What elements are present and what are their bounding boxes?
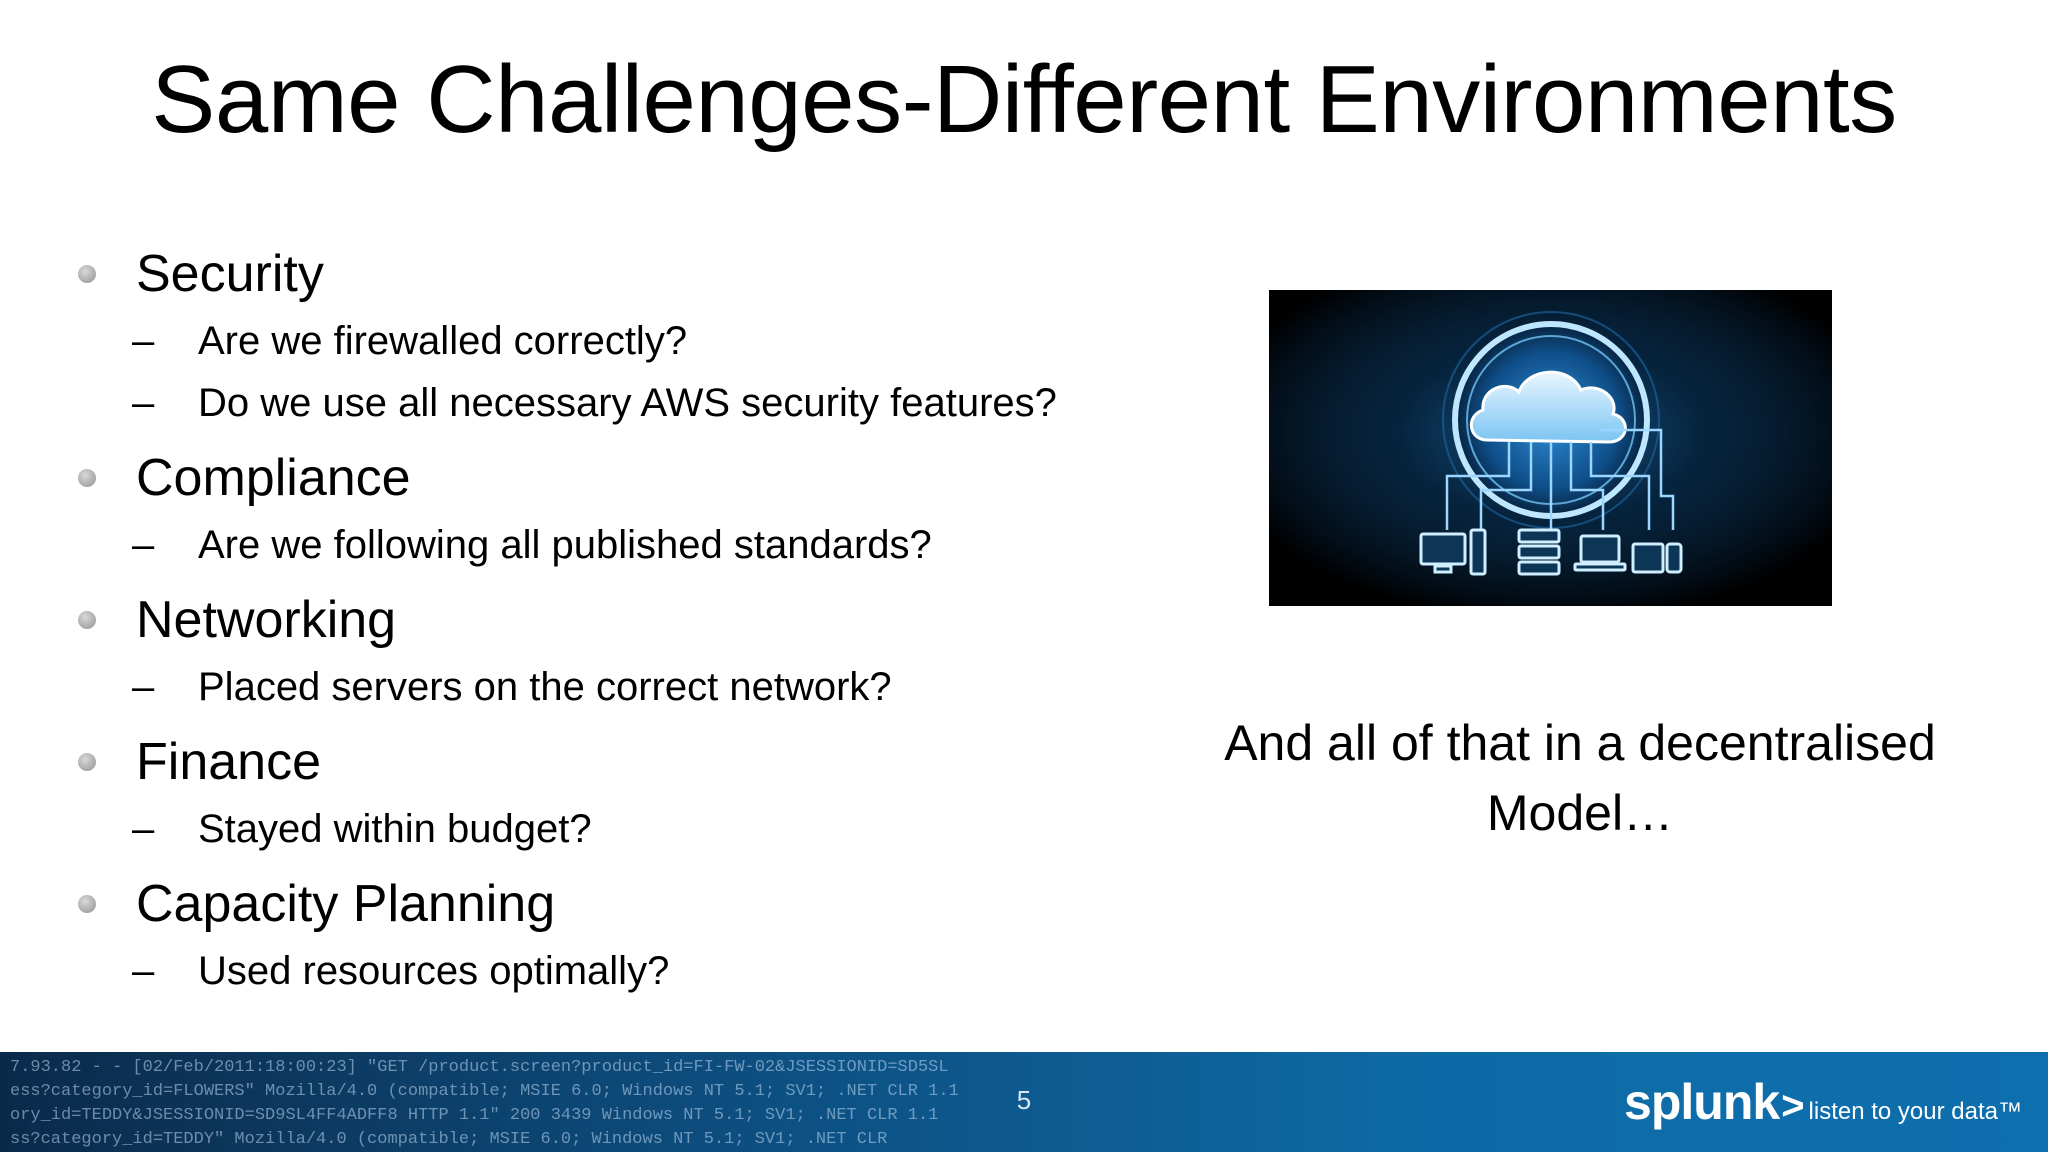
side-caption: And all of that in a decentralised Model…: [1180, 708, 1980, 848]
splunk-logo: splunk > listen to your data™: [1624, 1072, 2022, 1132]
bullet-label: Compliance: [136, 449, 411, 507]
sub-item-text: Are we following all published standards…: [198, 523, 932, 567]
sub-list: – Used resources optimally?: [132, 940, 1198, 1002]
dash-marker: –: [132, 319, 155, 363]
sub-item: – Stayed within budget?: [132, 798, 1198, 860]
sub-item-text: Placed servers on the correct network?: [198, 665, 892, 709]
footer-log-line: ory_id=TEDDY&JSESSIONID=SD9SL4FF4ADFF8 H…: [10, 1106, 939, 1125]
sub-item-text: Used resources optimally?: [198, 949, 670, 993]
cloud-computing-network-icon: [1269, 290, 1832, 606]
dash-marker: –: [132, 949, 155, 993]
bullet-dot-icon: [78, 265, 96, 283]
sub-item-text: Do we use all necessary AWS security fea…: [198, 381, 1057, 425]
page-number: 5: [1016, 1085, 1032, 1115]
bullet-dot-icon: [78, 469, 96, 487]
slide-title: Same Challenges-Different Environments: [151, 46, 1897, 153]
bullet-label: Finance: [136, 733, 321, 791]
sub-list: – Stayed within budget?: [132, 798, 1198, 860]
bullet-compliance: Compliance – Are we following all publis…: [78, 442, 1198, 576]
footer-log-text-background: 7.93.82 - - [02/Feb/2011:18:00:23] "GET …: [0, 1052, 1010, 1152]
sub-item: – Placed servers on the correct network?: [132, 656, 1198, 718]
sub-item-text: Are we firewalled correctly?: [198, 319, 688, 363]
sub-item: – Are we following all published standar…: [132, 514, 1198, 576]
bullet-security: Security – Are we firewalled correctly? …: [78, 238, 1198, 434]
footer-log-line: ess?category_id=FLOWERS" Mozilla/4.0 (co…: [10, 1082, 959, 1101]
bullet-dot-icon: [78, 611, 96, 629]
sub-list: – Are we firewalled correctly? – Do we u…: [132, 310, 1198, 434]
sub-item: – Used resources optimally?: [132, 940, 1198, 1002]
bullet-dot-icon: [78, 895, 96, 913]
sub-item-text: Stayed within budget?: [198, 807, 592, 851]
brand-logo-text: splunk: [1624, 1074, 1780, 1130]
side-caption-line2: Model…: [1486, 785, 1674, 841]
bullet-list: Security – Are we firewalled correctly? …: [78, 238, 1198, 1002]
sub-item: – Are we firewalled correctly?: [132, 310, 1198, 372]
sub-list: – Are we following all published standar…: [132, 514, 1198, 576]
sub-list: – Placed servers on the correct network?: [132, 656, 1198, 718]
bullet-label: Capacity Planning: [136, 875, 556, 933]
footer-bar: 7.93.82 - - [02/Feb/2011:18:00:23] "GET …: [0, 1052, 2048, 1152]
side-caption-line1: And all of that in a decentralised: [1224, 715, 1936, 771]
chevron-right-icon: >: [1781, 1084, 1805, 1128]
bullet-networking: Networking – Placed servers on the corre…: [78, 584, 1198, 718]
footer-log-line: 7.93.82 - - [02/Feb/2011:18:00:23] "GET …: [10, 1058, 949, 1077]
bullet-label: Networking: [136, 591, 397, 649]
dash-marker: –: [132, 807, 155, 851]
brand-tagline: listen to your data™: [1808, 1098, 2022, 1125]
sub-item: – Do we use all necessary AWS security f…: [132, 372, 1198, 434]
bullet-capacity-planning: Capacity Planning – Used resources optim…: [78, 868, 1198, 1002]
dash-marker: –: [132, 665, 155, 709]
footer-log-line: ss?category_id=TEDDY" Mozilla/4.0 (compa…: [10, 1130, 888, 1149]
dash-marker: –: [132, 381, 155, 425]
bullet-finance: Finance – Stayed within budget?: [78, 726, 1198, 860]
dash-marker: –: [132, 523, 155, 567]
bullet-dot-icon: [78, 753, 96, 771]
bullet-label: Security: [136, 245, 324, 303]
